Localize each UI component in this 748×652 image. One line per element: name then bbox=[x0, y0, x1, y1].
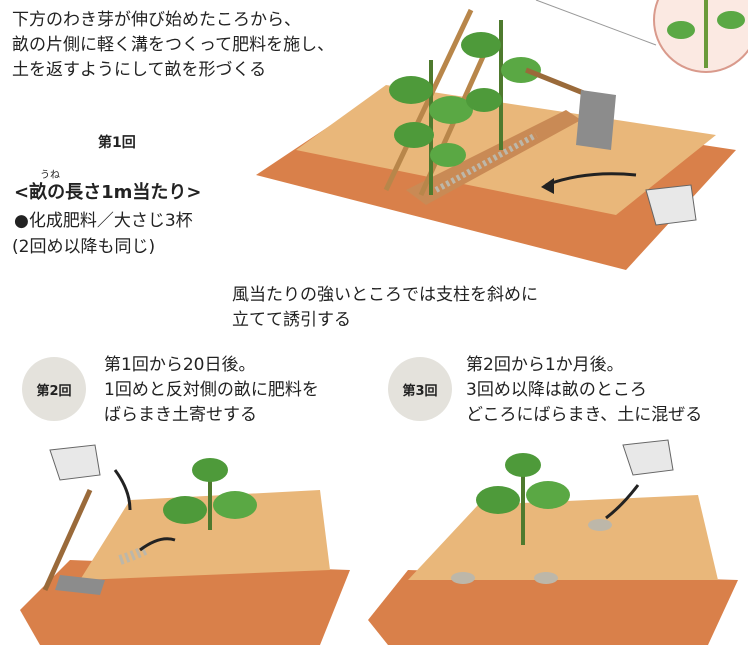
round3-badge: 第3回 bbox=[388, 357, 452, 421]
round2-illustration bbox=[20, 444, 350, 645]
fertilizer-spot bbox=[534, 572, 558, 584]
round3-line-1: 第2回から1か月後。 bbox=[466, 355, 624, 375]
round2-line-1: 第1回から20日後。 bbox=[104, 355, 256, 375]
round1-fertilizer: ●化成肥料／大さじ3杯 bbox=[14, 211, 193, 231]
round1-label: 第1回 bbox=[98, 135, 136, 151]
fertilizer-scatter bbox=[118, 545, 148, 565]
arrow bbox=[605, 484, 640, 520]
fertilizer-bucket-icon bbox=[622, 439, 674, 476]
round2-line-3: ばらまき土寄せする bbox=[104, 405, 257, 425]
round2-badge: 第2回 bbox=[22, 357, 86, 421]
round3-illustration bbox=[368, 439, 738, 645]
arrow bbox=[139, 537, 176, 552]
ridge-top bbox=[80, 490, 330, 580]
round2-label: 第2回 bbox=[36, 383, 72, 399]
round3-line-2: 3回め以降は畝のところ bbox=[466, 380, 647, 400]
hoe-blade bbox=[576, 90, 616, 150]
intro-line-1: 下方のわき芽が伸び始めたころから、 bbox=[12, 10, 301, 30]
fertilizer-line bbox=[434, 132, 538, 193]
hoe-handle bbox=[42, 488, 93, 592]
round3-label: 第3回 bbox=[402, 383, 438, 399]
plant bbox=[461, 20, 541, 150]
fertilizer-bucket-icon bbox=[645, 184, 697, 226]
intro-text: 下方のわき芽が伸び始めたころから、 畝の片側に軽く溝をつくって肥料を施し、 土を… bbox=[12, 8, 334, 83]
wind-note-line-1: 風当たりの強いところでは支柱を斜めに bbox=[232, 285, 538, 305]
fertilizer-bucket-icon bbox=[49, 444, 101, 481]
intro-line-2: 畝の片側に軽く溝をつくって肥料を施し、 bbox=[12, 35, 335, 55]
round3-line-3: どころにばらまき、土に混ぜる bbox=[466, 405, 703, 425]
arrow bbox=[113, 469, 132, 511]
stake bbox=[383, 8, 474, 192]
hoe-blade bbox=[55, 575, 105, 595]
pointer-line bbox=[535, 0, 657, 46]
ridge-side bbox=[368, 570, 738, 645]
ridge-top bbox=[408, 495, 718, 580]
fertilizer-spot bbox=[588, 519, 612, 531]
plant bbox=[389, 60, 473, 195]
round1-note: (2回め以降も同じ) bbox=[12, 237, 156, 257]
intro-line-3: 土を返すようにして畝を形づくる bbox=[12, 60, 267, 80]
round1-ruby: うね bbox=[40, 170, 60, 181]
fertilizer-spot bbox=[451, 572, 475, 584]
plant bbox=[476, 453, 570, 545]
arrow bbox=[545, 172, 637, 187]
magnified-view bbox=[653, 0, 748, 73]
plant bbox=[163, 458, 257, 530]
wind-note-line-2: 立てて誘引する bbox=[232, 310, 351, 330]
round1-illustration bbox=[256, 0, 748, 270]
round1-heading: <畝の長さ1m当たり> bbox=[14, 182, 202, 203]
round2-line-2: 1回めと反対側の畝に肥料を bbox=[104, 380, 319, 400]
